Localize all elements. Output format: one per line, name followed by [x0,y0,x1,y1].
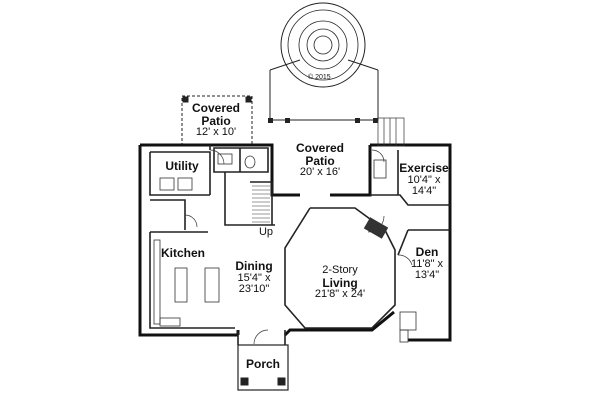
room-dimensions-line1: 11'8" x [410,257,444,270]
room-name: Kitchen [160,246,205,260]
room-name-line1: 2-Story [322,264,358,276]
room-covered-patio-small: Covered Patio 12' x 10' [186,102,246,139]
room-dimensions-line1: 10'4" x [407,173,441,186]
room-name: Utility [165,159,199,173]
room-den: Den 11'8" x 13'4" [404,246,450,282]
room-name: Dining [235,259,273,273]
room-living: 2-Story Living 21'8" x 24' [305,264,375,301]
door-swings [184,149,413,345]
room-kitchen: Kitchen [158,247,208,260]
room-name-line2: Living [322,275,358,290]
copyright-text: © 2015 [308,74,331,81]
round-terrace [269,2,379,121]
room-porch: Porch [242,358,284,371]
room-name: Exercise [399,161,449,175]
room-dimensions-line2: 13'4" [414,269,440,282]
room-dimensions: 21'8" x 24' [314,288,366,301]
room-name: Porch [245,357,280,371]
exercise-deck [377,117,405,147]
stair-treads [252,185,270,223]
stair-label: Up [256,226,276,239]
room-name: Den [415,245,439,259]
fixtures [153,153,389,327]
den-steps [399,311,417,343]
room-dimensions: 12' x 10' [195,126,237,139]
room-name-line2: Patio [201,113,231,128]
room-dimensions-line2: 14'4" [411,185,437,198]
room-dimensions-line1: 15'4" x [237,271,271,284]
room-utility: Utility [158,160,206,173]
room-name-line1: Covered [191,101,241,115]
room-name-line1: Covered [295,141,345,155]
room-dining: Dining 15'4" x 23'10" [228,260,280,296]
room-dimensions: 20' x 16' [299,166,341,179]
room-covered-patio-large: Covered Patio 20' x 16' [285,142,355,179]
stair-up-label: Up [258,226,274,238]
room-exercise: Exercise 10'4" x 14'4" [396,162,452,198]
patio-posts [268,118,378,123]
porch-outline [237,344,289,391]
interior-walls [149,145,450,345]
room-name-line2: Patio [305,153,335,168]
room-dimensions-line2: 23'10" [238,283,270,296]
